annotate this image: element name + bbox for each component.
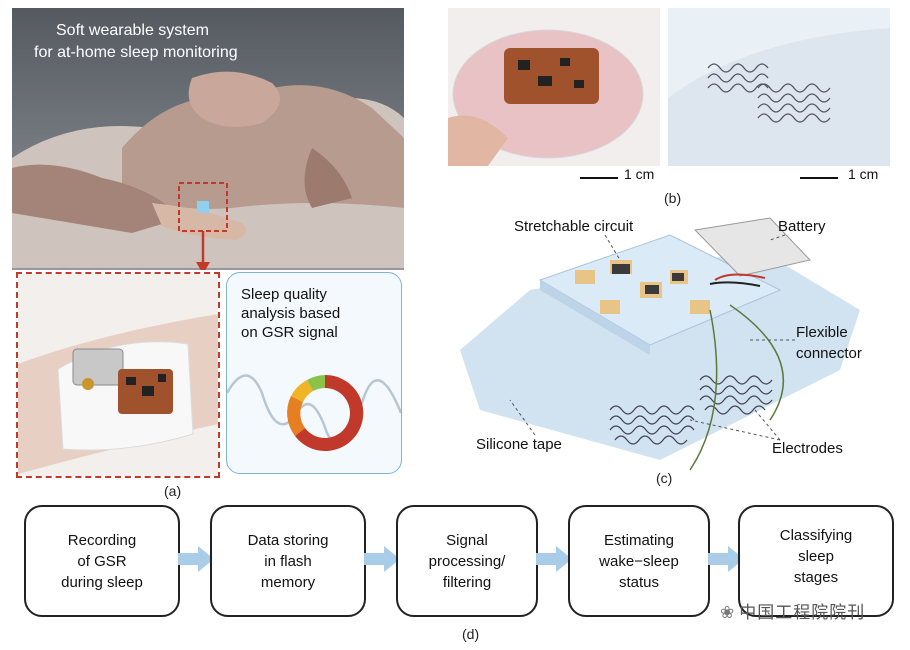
wechat-icon: ❀	[720, 603, 736, 622]
scale-label-left: 1 cm	[624, 166, 655, 182]
flow-step-recording: Recording of GSR during sleep	[24, 505, 180, 617]
flow-arrow-icon	[536, 546, 572, 572]
scale-label-right: 1 cm	[848, 166, 879, 182]
system-title-line1: Soft wearable system	[56, 22, 209, 39]
flow-arrow-icon	[364, 546, 400, 572]
panel-d-label: (d)	[462, 626, 480, 642]
panel-b-label: (b)	[664, 190, 682, 206]
flexible-connector-label-2: connector	[796, 345, 862, 362]
flow-step-processing: Signal processing/ filtering	[396, 505, 538, 617]
scale-bar-left	[580, 177, 618, 179]
flexible-connector-label-1: Flexible	[796, 324, 848, 341]
flow-step-estimating: Estimating wake−sleep status	[568, 505, 710, 617]
quality-text-line2: analysis based	[241, 305, 341, 322]
battery-label: Battery	[778, 218, 826, 235]
quality-text-line1: Sleep quality	[241, 286, 327, 303]
electrodes-label: Electrodes	[772, 440, 843, 457]
flow-step-classifying: Classifying sleep stages	[738, 505, 894, 617]
wrist-device-inset	[16, 272, 220, 478]
sleep-quality-box: Sleep quality analysis based on GSR sign…	[226, 272, 402, 474]
watermark-text: 中国工程院院刊	[739, 603, 866, 622]
scale-bar-right	[800, 177, 838, 179]
silicone-tape-label: Silicone tape	[476, 436, 562, 453]
quality-text-line3: on GSR signal	[241, 324, 338, 341]
stretchable-circuit-label: Stretchable circuit	[514, 218, 634, 235]
flow-step-storing: Data storing in flash memory	[210, 505, 366, 617]
system-title-line2: for at-home sleep monitoring	[34, 44, 238, 61]
flow-arrow-icon	[708, 546, 744, 572]
wrist-device-photo	[18, 274, 218, 476]
panel-a-label: (a)	[164, 483, 182, 499]
panel-a: Soft wearable system for at-home sleep m…	[12, 8, 404, 478]
watermark: ❀中国工程院院刊	[720, 598, 865, 623]
device-exploded-diagram	[460, 217, 860, 471]
circuit-photo	[448, 8, 660, 166]
electrodes-photo	[668, 8, 890, 166]
panel-c-label: (c)	[656, 470, 673, 486]
flow-arrow-icon	[178, 546, 214, 572]
gsr-donut-graphic	[227, 374, 401, 451]
